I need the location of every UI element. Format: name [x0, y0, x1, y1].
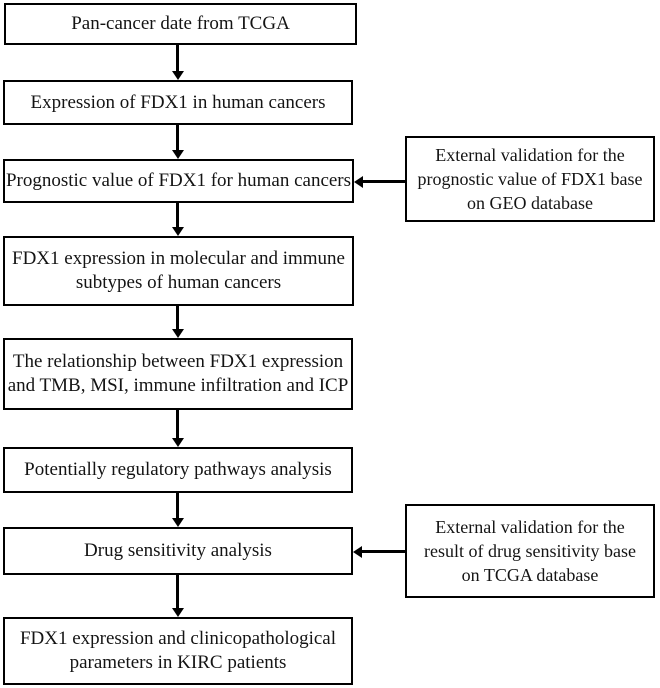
flow-box-pan-cancer-data: Pan-cancer date from TCGA — [4, 3, 357, 45]
box-text-line: Prognostic value of FDX1 for human cance… — [5, 170, 352, 191]
box-text-line: result of drug sensitivity base — [424, 541, 636, 561]
box-text-line: External validation for the — [435, 517, 625, 537]
arrow-down-icon — [176, 125, 179, 150]
arrow-down-icon — [176, 493, 179, 518]
arrow-left-geo-validation-icon — [363, 180, 405, 183]
box-text-line: on TCGA database — [461, 565, 599, 585]
flow-box-kirc-clinicopathological: FDX1 expression and clinicopathological … — [3, 617, 353, 685]
box-text-line: and TMB, MSI, immune infiltration and IC… — [7, 375, 349, 396]
box-text-line: Potentially regulatory pathways analysis — [24, 459, 332, 480]
flow-box-fdx1-expression: Expression of FDX1 in human cancers — [3, 80, 353, 125]
arrow-left-tcga-validation-icon — [362, 550, 405, 553]
box-text-line: FDX1 expression in molecular and immune — [12, 248, 345, 269]
box-text-line: Expression of FDX1 in human cancers — [30, 91, 326, 113]
box-text-line: Drug sensitivity analysis — [84, 540, 272, 561]
flow-box-molecular-immune-subtypes: FDX1 expression in molecular and immune … — [3, 236, 354, 306]
box-text-line: subtypes of human cancers — [75, 272, 282, 293]
box-text-line: Pan-cancer date from TCGA — [71, 13, 290, 34]
box-text-line: on GEO database — [467, 193, 593, 213]
arrow-down-icon — [176, 410, 179, 438]
box-text-line: parameters in KIRC patients — [69, 652, 287, 673]
box-text-line: FDX1 expression and clinicopathological — [19, 628, 337, 649]
arrow-down-icon — [176, 45, 179, 71]
flow-box-regulatory-pathways: Potentially regulatory pathways analysis — [3, 447, 353, 493]
box-text-line: The relationship between FDX1 expression — [12, 351, 344, 372]
box-text-line: prognostic value of FDX1 base — [417, 169, 643, 189]
side-box-geo-validation: External validation for the prognostic v… — [405, 136, 655, 222]
arrow-down-icon — [176, 575, 179, 608]
flow-box-prognostic-value: Prognostic value of FDX1 for human cance… — [3, 159, 354, 203]
side-box-tcga-validation: External validation for the result of dr… — [405, 504, 655, 598]
arrow-down-icon — [176, 306, 179, 329]
flow-box-tmb-msi-icp-relationship: The relationship between FDX1 expression… — [3, 338, 353, 410]
flow-box-drug-sensitivity: Drug sensitivity analysis — [3, 527, 353, 575]
arrow-down-icon — [176, 203, 179, 227]
box-text-line: External validation for the — [435, 145, 625, 165]
